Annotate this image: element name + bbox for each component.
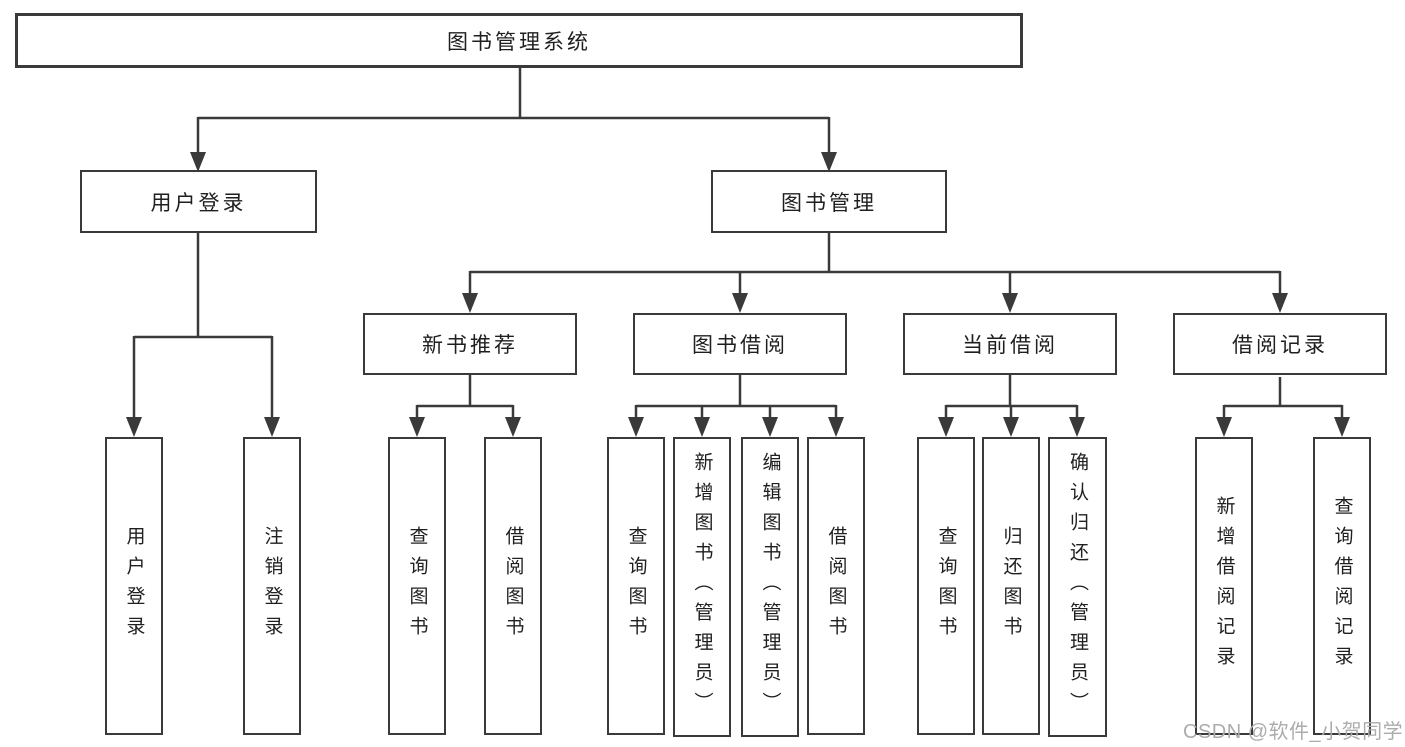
node-current-borrowing-label: 当前借阅 — [962, 334, 1058, 357]
leaf-logout: 注销登录 — [243, 437, 301, 735]
leaf-query-books-1: 查询图书 — [388, 437, 446, 735]
leaf-return-books-label: 归还图书 — [1000, 526, 1022, 646]
leaf-borrow-books-2: 借阅图书 — [807, 437, 865, 735]
node-user-login-label: 用户登录 — [150, 191, 247, 215]
node-book-management: 图书管理 — [711, 170, 947, 233]
leaf-add-book-admin-label: 新增图书（管理员） — [691, 452, 713, 722]
node-book-management-label: 图书管理 — [781, 191, 877, 215]
leaf-return-books: 归还图书 — [982, 437, 1040, 735]
leaf-logout-label: 注销登录 — [261, 526, 283, 646]
leaf-query-borrow-record-label: 查询借阅记录 — [1331, 496, 1353, 676]
node-book-borrowing-label: 图书借阅 — [692, 334, 788, 357]
leaf-user-login-label: 用户登录 — [123, 526, 145, 646]
node-root-label: 图书管理系统 — [447, 30, 591, 54]
leaf-add-borrow-record-label: 新增借阅记录 — [1213, 496, 1235, 676]
leaf-user-login: 用户登录 — [105, 437, 163, 735]
leaf-edit-book-admin-label: 编辑图书（管理员） — [759, 452, 781, 722]
leaf-borrow-books-1: 借阅图书 — [484, 437, 542, 735]
node-borrowing-records-label: 借阅记录 — [1232, 334, 1328, 357]
leaf-edit-book-admin: 编辑图书（管理员） — [741, 437, 799, 737]
leaf-borrow-books-2-label: 借阅图书 — [825, 526, 847, 646]
watermark: CSDN @软件_小贺同学 — [1183, 721, 1404, 743]
node-book-borrowing: 图书借阅 — [633, 313, 847, 375]
leaf-query-books-2-label: 查询图书 — [625, 526, 647, 646]
leaf-confirm-return-admin-label: 确认归还（管理员） — [1067, 452, 1088, 722]
node-borrowing-records: 借阅记录 — [1173, 313, 1387, 375]
node-root: 图书管理系统 — [15, 13, 1023, 68]
node-new-book-recommend: 新书推荐 — [363, 313, 577, 375]
leaf-query-borrow-record: 查询借阅记录 — [1313, 437, 1371, 735]
connector-paths — [132, 68, 1344, 418]
leaf-borrow-books-1-label: 借阅图书 — [502, 526, 524, 646]
node-current-borrowing: 当前借阅 — [903, 313, 1117, 375]
leaf-query-books-2: 查询图书 — [607, 437, 665, 735]
leaf-query-books-3-label: 查询图书 — [935, 526, 957, 646]
node-user-login: 用户登录 — [80, 170, 317, 233]
arrowhead-icons — [126, 152, 1350, 437]
leaf-query-books-1-label: 查询图书 — [406, 526, 428, 646]
leaf-add-book-admin: 新增图书（管理员） — [673, 437, 731, 737]
leaf-add-borrow-record: 新增借阅记录 — [1195, 437, 1253, 735]
node-new-book-recommend-label: 新书推荐 — [422, 334, 518, 357]
leaf-query-books-3: 查询图书 — [917, 437, 975, 735]
leaf-confirm-return-admin: 确认归还（管理员） — [1048, 437, 1107, 737]
